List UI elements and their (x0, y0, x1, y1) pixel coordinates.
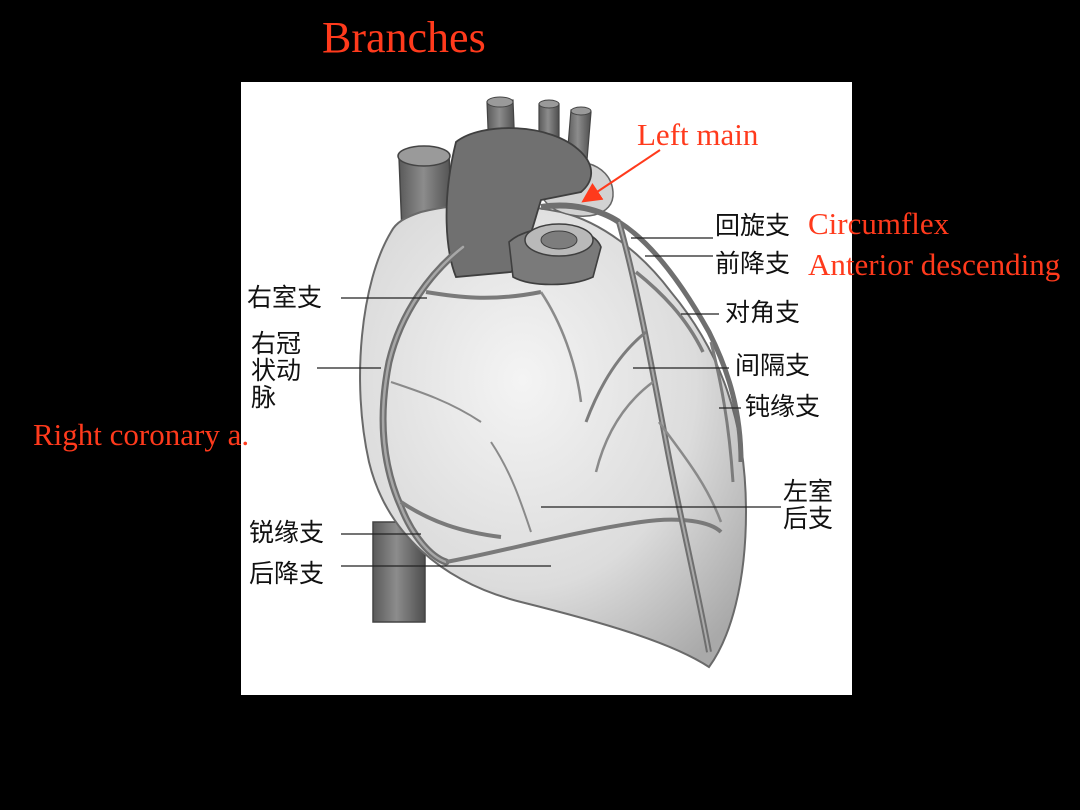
label-acute-marginal-branch-cn: 锐缘支 (249, 518, 325, 547)
label-lv-posterior-branch-cn: 左室后支 (783, 477, 834, 533)
annotation-circumflex: Circumflex (808, 206, 950, 241)
heart-figure-panel: 回旋支 前降支 右室支 右冠状动脉 对角支 间隔支 钝缘支 左室后支 锐缘支 后… (241, 82, 852, 695)
label-septal-branch-cn: 间隔支 (735, 351, 811, 380)
label-circumflex-cn: 回旋支 (715, 211, 791, 240)
septal-branch-vessel (584, 330, 647, 423)
left-main-vessel (540, 202, 621, 225)
annotation-right-coronary: Right coronary a. (33, 417, 250, 452)
heart-illustration (317, 96, 781, 669)
label-right-ventricular-branch-cn: 右室支 (247, 283, 323, 312)
posterior-descending-vessel (445, 517, 723, 564)
label-anterior-descending-cn: 前降支 (715, 249, 791, 278)
leader-lines (317, 237, 781, 567)
obtuse-marginal-branch-vessel (709, 341, 735, 483)
label-diagonal-branch-cn: 对角支 (725, 298, 801, 327)
annotation-anterior-descending: Anterior descending (808, 248, 1061, 282)
right-ventricular-branch-vessel (425, 290, 542, 300)
label-right-coronary-artery-cn: 右冠状动脉 (251, 329, 302, 412)
label-obtuse-marginal-branch-cn: 钝缘支 (745, 392, 821, 421)
circumflex-vessel (617, 219, 744, 463)
svc-opening (397, 145, 451, 167)
annotation-left-main: Left main (637, 117, 759, 152)
acute-marginal-branch-vessel (399, 500, 502, 539)
slide-title: Branches (322, 13, 486, 62)
aorta (445, 127, 593, 278)
diagonal-branch-vessel (634, 270, 705, 353)
label-posterior-descending-cn: 后降支 (249, 559, 325, 588)
